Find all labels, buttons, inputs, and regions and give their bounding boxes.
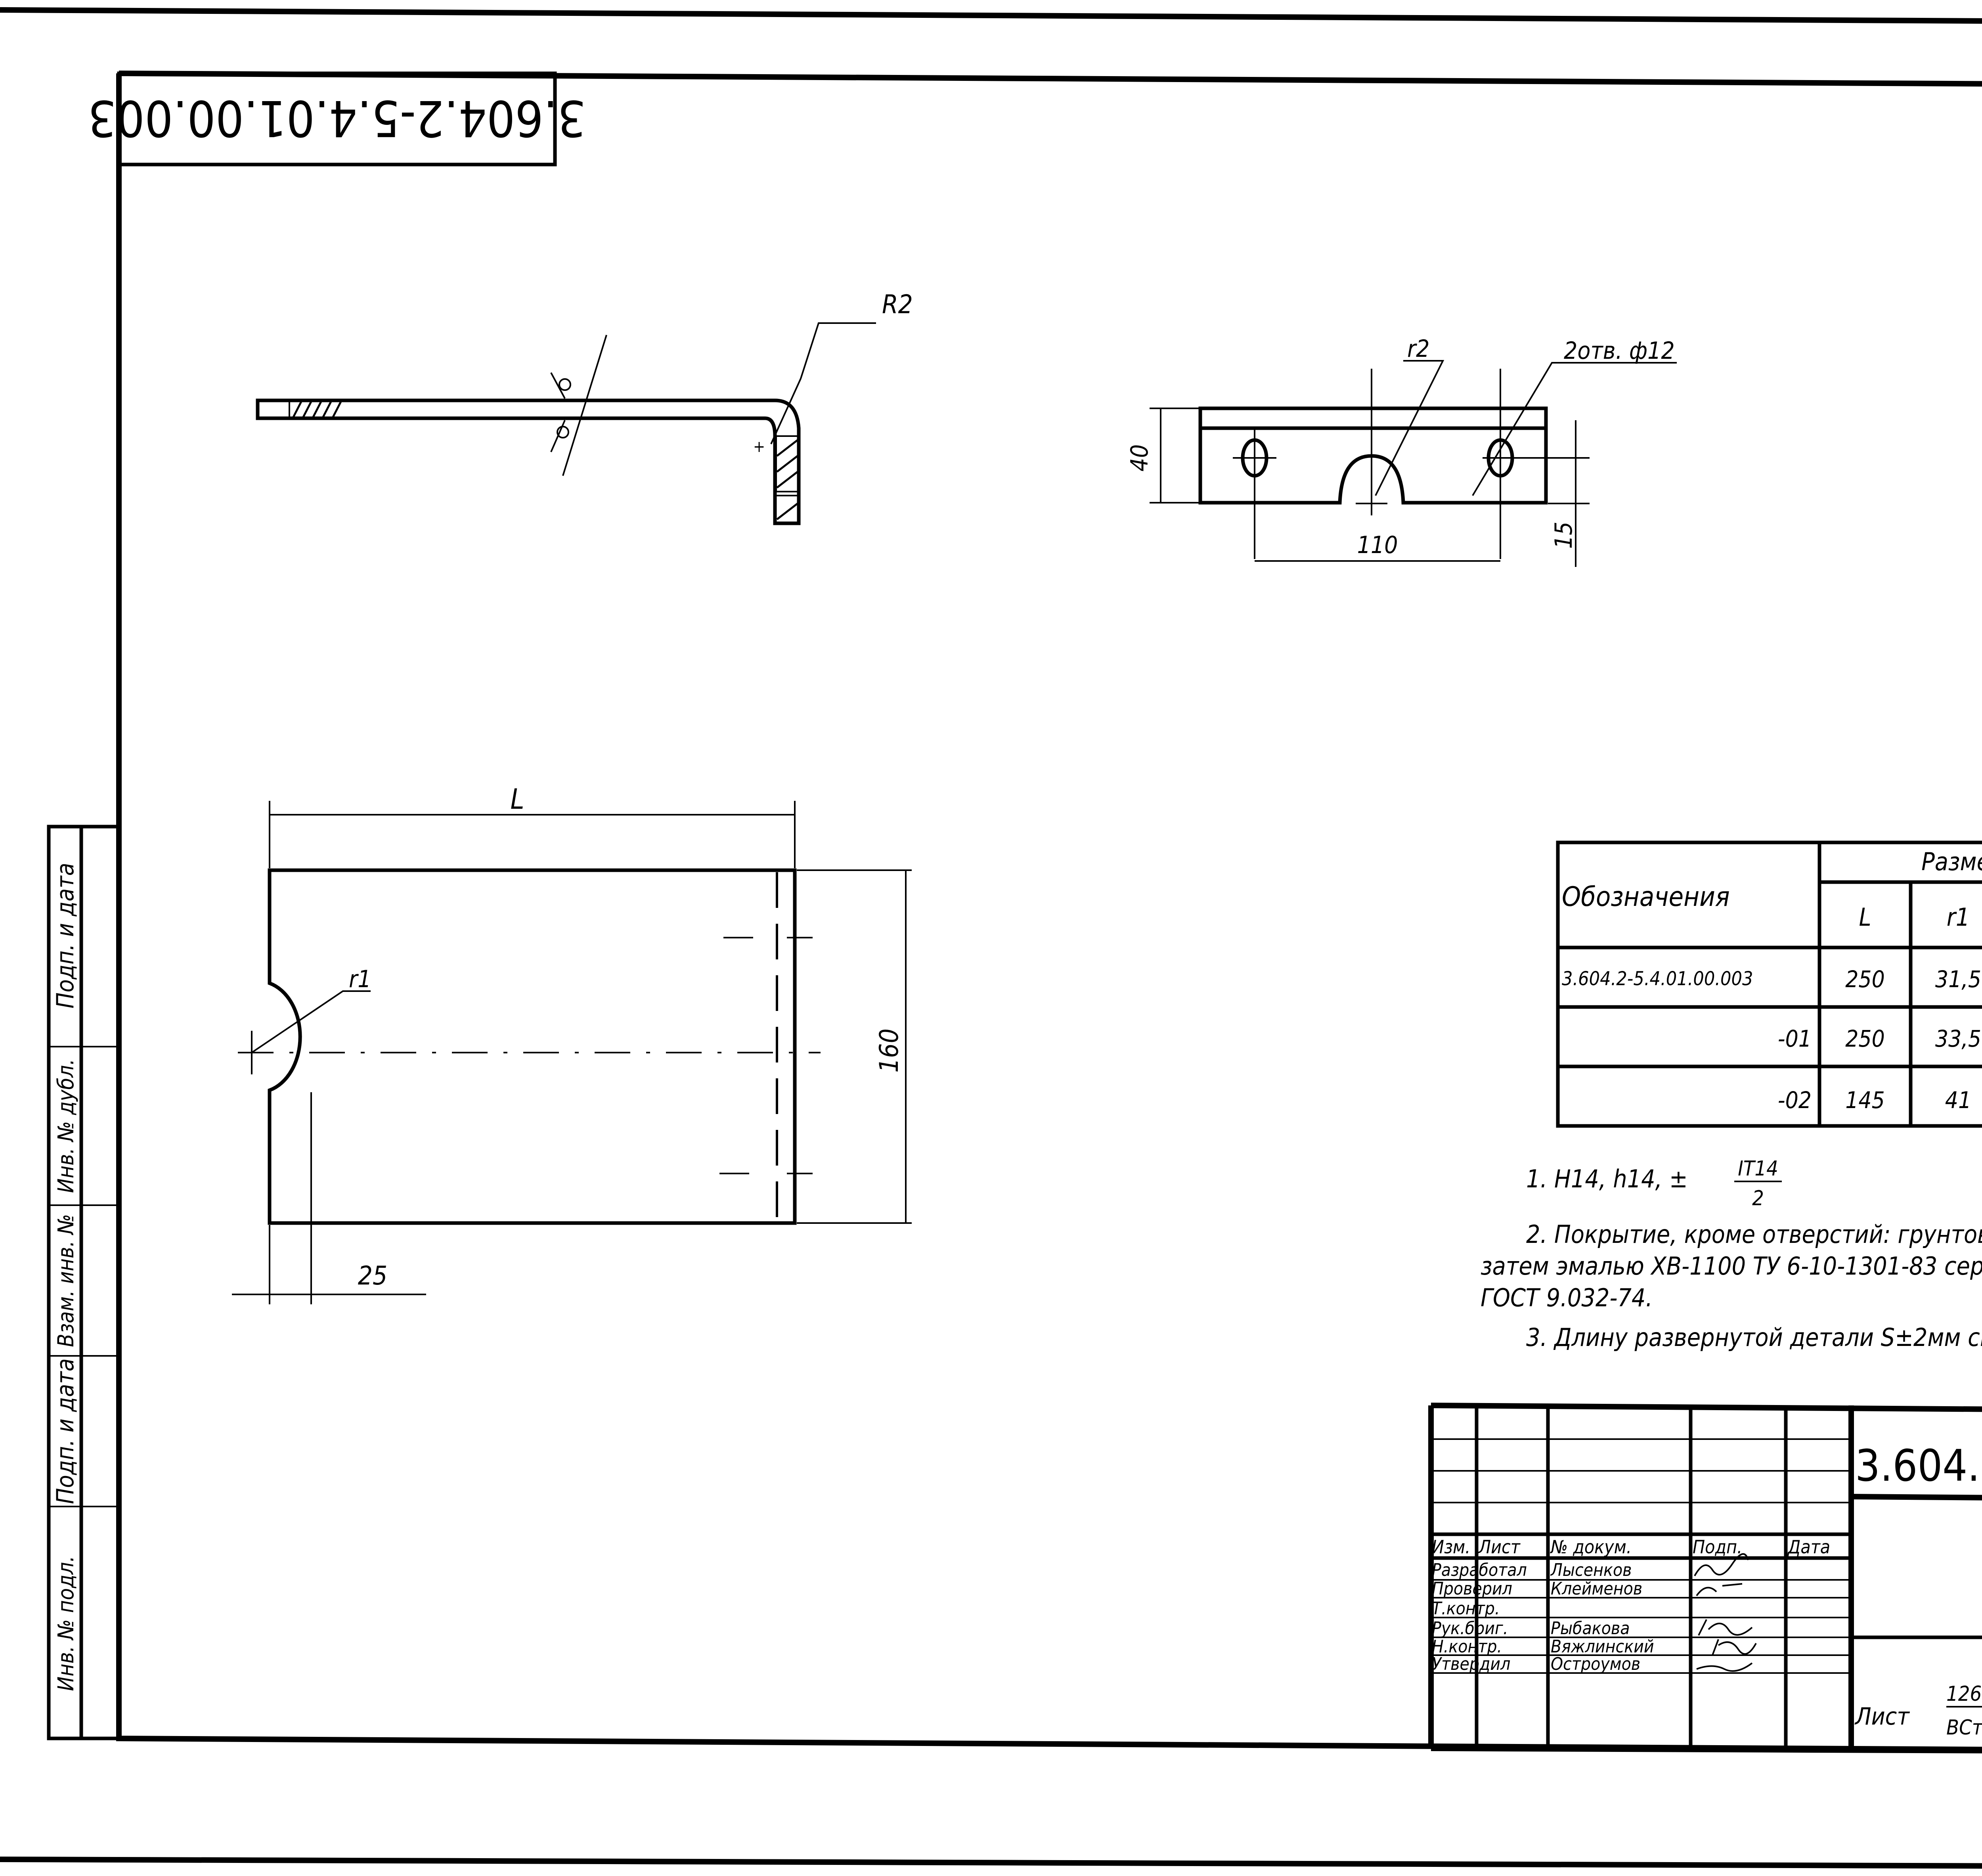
note-2-line-3: ГОСТ 9.032-74.	[1481, 1283, 1653, 1312]
dim-spacing: 110	[1357, 531, 1398, 559]
signature-marks	[1694, 1553, 1757, 1672]
outer-top-line	[0, 7, 1982, 24]
technical-notes: 1. H14, h14, ± IT14 2 2. Покрытие, кроме…	[1481, 1157, 1982, 1352]
cell-designation: -02	[1778, 1087, 1812, 1114]
dim-height: 40	[1126, 444, 1154, 472]
cell-r1: 31,5	[1935, 966, 1981, 993]
side-strip-cell: Инв. № подл.	[53, 1556, 78, 1691]
th-col: r1	[1947, 903, 1970, 932]
note-2-line-1: 2. Покрытие, кроме отверстий: грунтовка …	[1526, 1220, 1982, 1249]
side-view: R2 +	[256, 290, 913, 525]
note-3: 3. Длину развернутой детали S±2мм см. та…	[1526, 1323, 1982, 1352]
material-line-2: ВСт3сп5 ГОСТ 14637-89	[1946, 1716, 1982, 1740]
material-prefix: Лист	[1854, 1703, 1910, 1731]
doc-number-stamp: 3.604.2-5.4.01.00.003	[88, 71, 586, 167]
note-1: 1. H14, h14, ±	[1526, 1164, 1688, 1193]
th-sizes: Размеры в мм	[1921, 847, 1982, 876]
th-docno: № докум.	[1550, 1536, 1632, 1558]
side-strip-cell: Взам. инв. №	[53, 1214, 78, 1347]
hatch-left	[292, 401, 342, 418]
cell-designation: -01	[1778, 1025, 1812, 1052]
cell-L: 250	[1845, 966, 1885, 993]
role-label: Утвердил	[1432, 1654, 1510, 1674]
cell-L: 145	[1845, 1087, 1885, 1114]
cell-designation: 3.604.2-5.4.01.00.003	[1562, 968, 1753, 990]
center-mark: +	[753, 438, 765, 456]
holes-label: 2отв. ф12	[1564, 337, 1675, 365]
role-name: Клейменов	[1551, 1579, 1642, 1599]
th-date: Дата	[1787, 1536, 1830, 1558]
cell-L: 250	[1845, 1025, 1885, 1052]
dim-offset: 15	[1550, 522, 1578, 549]
dim-width: 160	[874, 1028, 904, 1073]
title-block: Изм. Лист № докум. Подп. Дата Разработал…	[1428, 1403, 1982, 1753]
hatch-vertical	[775, 435, 799, 520]
side-strip-cell: Подп. и дата	[52, 863, 79, 1009]
size-table: Обозначения Размеры в мм Масса кг L r1 r…	[1556, 840, 1982, 1128]
outer-bottom-line	[0, 1857, 1982, 1869]
role-name: Вяжлинский	[1551, 1637, 1654, 1657]
th-list: Лист	[1478, 1536, 1521, 1558]
r2-label: r2	[1407, 335, 1430, 363]
note-1-frac-num: IT14	[1738, 1157, 1778, 1181]
side-strip-cell: Инв. № дубл.	[53, 1059, 78, 1193]
note-2-line-2: затем эмалью ХВ-1100 ТУ 6-10-1301-83 сер…	[1481, 1252, 1982, 1281]
section-mark-line	[562, 335, 607, 476]
table-row: -02 145 41 17,5 170 2,78	[1778, 1087, 1971, 1114]
title-doc-number: 3.604.2-5.4.01.00.003	[1855, 1440, 1982, 1491]
dim-notch: 25	[358, 1261, 387, 1291]
th-col: L	[1859, 903, 1871, 932]
th-designation: Обозначения	[1562, 881, 1730, 913]
r1-label: r1	[349, 965, 371, 993]
role-name: Рыбакова	[1551, 1618, 1630, 1639]
dim-length: L	[510, 783, 524, 815]
cell-r1: 41	[1945, 1087, 1971, 1114]
doc-number-rotated: 3.604.2-5.4.01.00.003	[88, 89, 586, 147]
role-label: Т.контр.	[1432, 1598, 1500, 1619]
role-label: Н.контр.	[1432, 1637, 1502, 1657]
side-strip-cell: Подп. и дата	[52, 1358, 79, 1504]
role-label: Проверил	[1432, 1579, 1512, 1599]
role-label: Рук.бриг.	[1432, 1618, 1508, 1639]
th-sign: Подп.	[1693, 1536, 1742, 1558]
th-izm: Изм.	[1432, 1536, 1470, 1558]
bend-radius-label: R2	[882, 290, 913, 320]
side-strip: Подп. и дата Инв. № дубл. Взам. инв. № П…	[47, 825, 119, 1740]
table-row: 3.604.2-5.4.01.00.003 250 31,5 15 275 4,…	[1562, 966, 1981, 993]
material-line-1: 126-ПН-НО ГОСТ 19903-74	[1946, 1682, 1982, 1706]
table-row: -01 250 33,5 15 275 4,33	[1778, 1025, 1981, 1052]
cell-r1: 33,5	[1935, 1025, 1981, 1052]
top-view: 40 110 15 r2 2отв. ф12	[1126, 335, 1677, 567]
role-label: Разработал	[1432, 1560, 1527, 1580]
note-1-frac-den: 2	[1752, 1187, 1764, 1210]
role-name: Остроумов	[1551, 1654, 1640, 1674]
role-name: Лысенков	[1550, 1560, 1632, 1580]
main-frame	[116, 71, 1982, 1752]
flat-pattern: r1 L 160 25	[232, 783, 912, 1304]
